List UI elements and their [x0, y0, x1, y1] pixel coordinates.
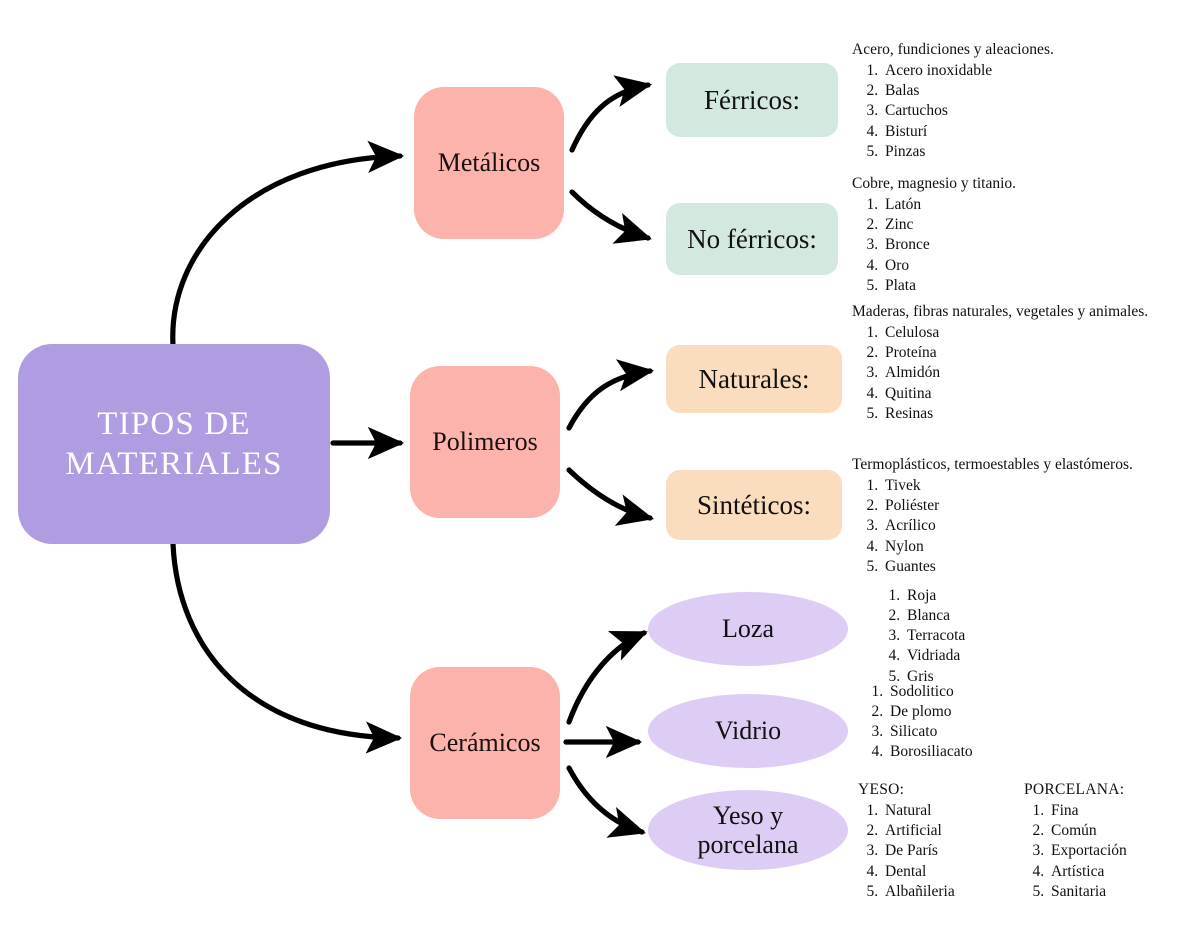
- detail-items-yeso: NaturalArtificialDe ParísDentalAlbañiler…: [858, 801, 988, 902]
- category-node-polimeros[interactable]: Polimeros: [410, 366, 560, 518]
- leaf-label-ferricos: Férricos:: [704, 84, 800, 115]
- detail-item: Celulosa: [882, 323, 1152, 343]
- leaf-label-naturales: Naturales:: [698, 363, 810, 394]
- detail-item: Quitina: [882, 384, 1152, 404]
- leaf-node-loza[interactable]: Loza: [648, 592, 848, 666]
- detail-item: Cartuchos: [882, 101, 1152, 121]
- category-node-ceramicos[interactable]: Cerámicos: [410, 667, 560, 819]
- edge-ceramicos-loza: [566, 630, 648, 725]
- detail-item: Silicato: [887, 722, 1162, 742]
- detail-list-yeso-porcelana: YESO: NaturalArtificialDe ParísDentalAlb…: [858, 780, 1178, 902]
- detail-item: Acrílico: [882, 516, 1152, 536]
- detail-items-naturales: CelulosaProteínaAlmidónQuitinaResinas: [852, 323, 1152, 424]
- detail-item: Natural: [882, 801, 988, 821]
- category-label-polimeros: Polimeros: [432, 427, 538, 456]
- detail-items-porcelana: FinaComúnExportaciónArtísticaSanitaria: [1024, 801, 1154, 902]
- detail-item: De plomo: [887, 702, 1162, 722]
- detail-item: Pinzas: [882, 142, 1152, 162]
- edge-polimeros-naturales: [566, 359, 655, 431]
- detail-list-naturales: Maderas, fibras naturales, vegetales y a…: [852, 302, 1152, 424]
- detail-item: Poliéster: [882, 496, 1152, 516]
- detail-items-ferricos: Acero inoxidableBalasCartuchosBisturíPin…: [852, 61, 1152, 162]
- detail-item: Bronce: [882, 235, 1152, 255]
- detail-item: Balas: [882, 81, 1152, 101]
- leaf-node-naturales[interactable]: Naturales:: [666, 345, 842, 413]
- detail-item: Resinas: [882, 404, 1152, 424]
- detail-item: Terracota: [904, 626, 1162, 646]
- detail-item: Latón: [882, 195, 1152, 215]
- detail-list-loza: RojaBlancaTerracotaVidriadaGris: [862, 586, 1162, 687]
- detail-column-yeso: YESO: NaturalArtificialDe ParísDentalAlb…: [858, 780, 988, 902]
- detail-item: Zinc: [882, 215, 1152, 235]
- leaf-label-sinteticos: Sintéticos:: [697, 489, 811, 520]
- detail-item: Artificial: [882, 821, 988, 841]
- edge-metalicos-noferricos: [569, 189, 652, 244]
- leaf-label-yeso-line1: Yeso y: [712, 800, 784, 830]
- detail-heading-sinteticos: Termoplásticos, termoestables y elastóme…: [852, 456, 1133, 473]
- edge-polimeros-sinteticos: [566, 467, 655, 526]
- detail-item: Exportación: [1048, 841, 1154, 861]
- detail-list-no-ferricos: Cobre, magnesio y titanio. LatónZincBron…: [852, 174, 1152, 296]
- detail-heading-naturales: Maderas, fibras naturales, vegetales y a…: [852, 303, 1149, 320]
- detail-heading-no-ferricos: Cobre, magnesio y titanio.: [852, 175, 1017, 192]
- detail-item: Vidriada: [904, 646, 1162, 666]
- detail-item: Fina: [1048, 801, 1154, 821]
- leaf-label-loza: Loza: [722, 614, 774, 644]
- detail-item: Proteína: [882, 343, 1152, 363]
- leaf-label-yeso-line2: porcelana: [697, 830, 799, 859]
- detail-items-no-ferricos: LatónZincBronceOroPlata: [852, 195, 1152, 296]
- detail-heading-ferricos: Acero, fundiciones y aleaciones.: [852, 41, 1054, 58]
- detail-list-vidrio: SodoliticoDe plomoSilicatoBorosiliacato: [862, 682, 1162, 763]
- detail-column-porcelana: PORCELANA: FinaComúnExportaciónArtística…: [1024, 780, 1154, 902]
- detail-items-vidrio: SodoliticoDe plomoSilicatoBorosiliacato: [862, 682, 1162, 763]
- detail-item: Artística: [1048, 862, 1154, 882]
- category-node-metalicos[interactable]: Metálicos: [414, 87, 564, 239]
- category-label-ceramicos: Cerámicos: [429, 728, 541, 757]
- detail-item: Tivek: [882, 476, 1152, 496]
- detail-heading-porcelana: PORCELANA:: [1024, 781, 1125, 798]
- leaf-node-vidrio[interactable]: Vidrio: [648, 694, 848, 768]
- detail-item: Albañileria: [882, 882, 988, 902]
- edge-ceramicos-yeso: [566, 765, 646, 838]
- detail-item: Acero inoxidable: [882, 61, 1152, 81]
- root-title-line1: TIPOS DE: [97, 405, 251, 442]
- leaf-label-vidrio: Vidrio: [714, 716, 782, 746]
- detail-item: Sodolitico: [887, 682, 1162, 702]
- edge-root-metalicos: [170, 140, 405, 348]
- detail-item: De París: [882, 841, 988, 861]
- detail-item: Sanitaria: [1048, 882, 1154, 902]
- edge-metalicos-ferricos: [569, 75, 653, 153]
- detail-item: Guantes: [882, 557, 1152, 577]
- detail-item: Gris: [904, 667, 1162, 687]
- detail-item: Bisturí: [882, 122, 1152, 142]
- leaf-node-no-ferricos[interactable]: No férricos:: [666, 203, 838, 275]
- category-label-metalicos: Metálicos: [437, 148, 541, 177]
- leaf-label-no-ferricos: No férricos:: [687, 223, 817, 254]
- detail-item: Nylon: [882, 537, 1152, 557]
- detail-item: Dental: [882, 862, 988, 882]
- detail-list-sinteticos: Termoplásticos, termoestables y elastóme…: [852, 455, 1152, 577]
- detail-item: Oro: [882, 256, 1152, 276]
- leaf-node-sinteticos[interactable]: Sintéticos:: [666, 470, 842, 540]
- detail-item: Borosiliacato: [887, 742, 1162, 762]
- detail-heading-yeso: YESO:: [858, 781, 905, 798]
- detail-list-ferricos: Acero, fundiciones y aleaciones. Acero i…: [852, 40, 1152, 162]
- detail-item: Común: [1048, 821, 1154, 841]
- detail-items-loza: RojaBlancaTerracotaVidriadaGris: [862, 586, 1162, 687]
- detail-items-sinteticos: TivekPoliésterAcrílicoNylonGuantes: [852, 476, 1152, 577]
- detail-item: Plata: [882, 276, 1152, 296]
- detail-item: Almidón: [882, 363, 1152, 383]
- leaf-node-ferricos[interactable]: Férricos:: [666, 63, 838, 137]
- detail-item: Roja: [904, 586, 1162, 606]
- root-title-line2: MATERIALES: [65, 446, 283, 482]
- leaf-node-yeso-porcelana[interactable]: Yeso y porcelana: [648, 790, 848, 870]
- root-node[interactable]: TIPOS DE MATERIALES: [18, 344, 330, 544]
- detail-item: Blanca: [904, 606, 1162, 626]
- edge-root-ceramicos: [170, 541, 403, 754]
